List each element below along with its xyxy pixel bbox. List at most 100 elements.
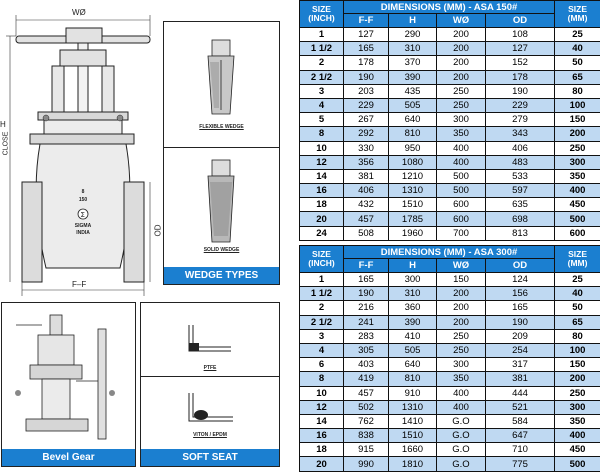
dimension-cell: 950 <box>389 141 437 155</box>
dimension-cell: 910 <box>389 386 437 400</box>
dimension-cell: 432 <box>344 198 389 212</box>
brand-name: SIGMA <box>68 223 98 229</box>
col-h: H <box>389 259 437 273</box>
size-mm-cell: 250 <box>555 386 600 400</box>
dimension-cell: 290 <box>389 28 437 42</box>
dimension-cell: 250 <box>437 84 486 98</box>
size-mm-cell: 200 <box>555 127 600 141</box>
dimension-cell: 600 <box>437 198 486 212</box>
size-inch-cell: 1 <box>300 28 344 42</box>
col-wo: WØ <box>437 259 486 273</box>
dimension-cell: 508 <box>344 226 389 240</box>
size-inch-header: SIZE (INCH) <box>300 1 344 28</box>
dimension-cell: 178 <box>344 56 389 70</box>
dimension-cell: 343 <box>486 127 555 141</box>
dimension-cell: 178 <box>486 70 555 84</box>
size-mm-cell: 150 <box>555 113 600 127</box>
size-inch-cell: 5 <box>300 113 344 127</box>
size-inch-cell: 3 <box>300 329 344 343</box>
dimension-cell: 584 <box>486 414 555 428</box>
dimension-cell: 200 <box>437 56 486 70</box>
size-mm-cell: 25 <box>555 273 600 287</box>
dimension-cell: 521 <box>486 400 555 414</box>
dimension-cell: 381 <box>486 372 555 386</box>
asa150-table: SIZE (INCH) DIMENSIONS (MM) - ASA 150# S… <box>299 0 600 241</box>
viton-box: VITON / EPDM <box>141 377 279 449</box>
size-mm-header: SIZE (MM) <box>555 1 600 28</box>
size-mm-cell: 300 <box>555 155 600 169</box>
dimension-cell: 200 <box>437 315 486 329</box>
size-inch-cell: 10 <box>300 386 344 400</box>
size-inch-cell: 18 <box>300 443 344 457</box>
size-mm-cell: 150 <box>555 358 600 372</box>
valve-outline: Σ <box>0 0 162 298</box>
dimension-cell: 310 <box>389 287 437 301</box>
dimension-cell: 1210 <box>389 169 437 183</box>
size-mm-cell: 40 <box>555 42 600 56</box>
size-inch-cell: 18 <box>300 198 344 212</box>
size-unit-text: (INCH) <box>308 258 334 268</box>
dimension-cell: 990 <box>344 457 389 471</box>
size-inch-cell: 12 <box>300 155 344 169</box>
dimension-cell: 360 <box>389 301 437 315</box>
size-mm-cell: 350 <box>555 169 600 183</box>
dimension-cell: 1510 <box>389 429 437 443</box>
dimension-cell: 241 <box>344 315 389 329</box>
dimension-cell: 813 <box>486 226 555 240</box>
dimension-cell: 1810 <box>389 457 437 471</box>
dimension-cell: 229 <box>344 98 389 112</box>
dimension-cell: 700 <box>437 226 486 240</box>
dimension-cell: 127 <box>486 42 555 56</box>
size-mm-cell: 100 <box>555 343 600 357</box>
dimension-cell: G.O <box>437 443 486 457</box>
dimension-cell: 381 <box>344 169 389 183</box>
dimension-cell: 1410 <box>389 414 437 428</box>
flexible-wedge-label: FLEXIBLE WEDGE <box>164 124 279 130</box>
col-od: OD <box>486 259 555 273</box>
flexible-wedge-box: FLEXIBLE WEDGE <box>164 22 279 148</box>
soft-seat-caption: SOFT SEAT <box>141 449 279 466</box>
dimension-cell: 698 <box>486 212 555 226</box>
dimension-cell: 190 <box>486 84 555 98</box>
dimension-cell: 267 <box>344 113 389 127</box>
size-mm-cell: 80 <box>555 329 600 343</box>
dimension-cell: 505 <box>389 98 437 112</box>
col-od: OD <box>486 14 555 28</box>
dimension-cell: 152 <box>486 56 555 70</box>
size-mm-cell: 400 <box>555 429 600 443</box>
dimension-cell: 150 <box>437 273 486 287</box>
size-inch-cell: 1 1/2 <box>300 287 344 301</box>
dimension-cell: 200 <box>437 287 486 301</box>
size-inch-cell: 6 <box>300 358 344 372</box>
dimension-cell: 108 <box>486 28 555 42</box>
dimension-cell: 356 <box>344 155 389 169</box>
bevel-gear-caption: Bevel Gear <box>2 449 135 466</box>
size-inch-cell: 2 1/2 <box>300 315 344 329</box>
dimension-cell: 483 <box>486 155 555 169</box>
dimension-cell: 250 <box>437 329 486 343</box>
dimension-cell: G.O <box>437 457 486 471</box>
size-inch-cell: 4 <box>300 98 344 112</box>
dimension-cell: 500 <box>437 184 486 198</box>
viton-epdm-label: VITON / EPDM <box>141 432 279 438</box>
ptfe-label: PTFE <box>141 365 279 371</box>
size-inch-cell: 14 <box>300 414 344 428</box>
asa300-title: DIMENSIONS (MM) - ASA 300# <box>344 246 555 259</box>
size-mm-cell: 450 <box>555 198 600 212</box>
dimension-cell: 400 <box>437 386 486 400</box>
dimension-cell: 283 <box>344 329 389 343</box>
